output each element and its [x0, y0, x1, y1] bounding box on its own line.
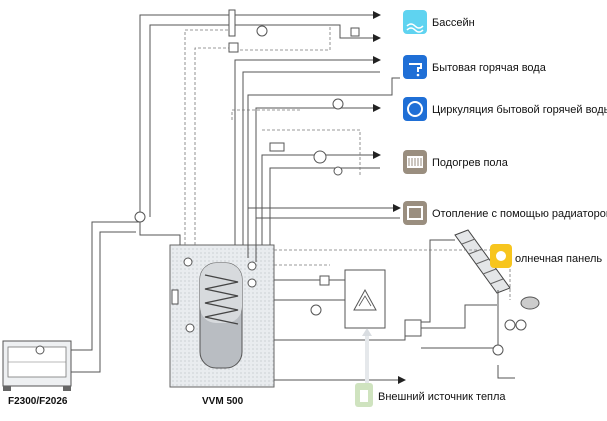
- solar-panel-label: олнечная панель: [515, 253, 603, 265]
- heat-pump-unit: [2, 340, 72, 391]
- output-label-hot-water: Бытовая горячая вода: [432, 62, 546, 74]
- floor-heating-icon: [403, 150, 427, 174]
- faucet-icon: [403, 55, 427, 79]
- circulation-icon: [403, 97, 427, 121]
- heat-pump-label: F2300/F2026: [8, 396, 68, 407]
- vvm-tank: [169, 244, 275, 388]
- output-label-circulation: Циркуляция бытовой горячей воды: [432, 104, 607, 116]
- sun-icon: [490, 244, 512, 268]
- output-label-pool: Бассейн: [432, 17, 475, 29]
- pipes: [71, 9, 540, 384]
- output-label-floor-heating: Подогрев пола: [432, 157, 508, 169]
- radiator-icon: [403, 201, 427, 225]
- solar-collector: [454, 229, 511, 294]
- external-source-label: Внешний источник тепла: [378, 391, 506, 403]
- tank-label: VVM 500: [202, 396, 244, 407]
- external-source-icon: [355, 328, 373, 407]
- external-heat-unit: [344, 269, 386, 329]
- pool-icon: [403, 10, 427, 34]
- output-label-radiators: Отопление с помощью радиаторов: [432, 208, 607, 220]
